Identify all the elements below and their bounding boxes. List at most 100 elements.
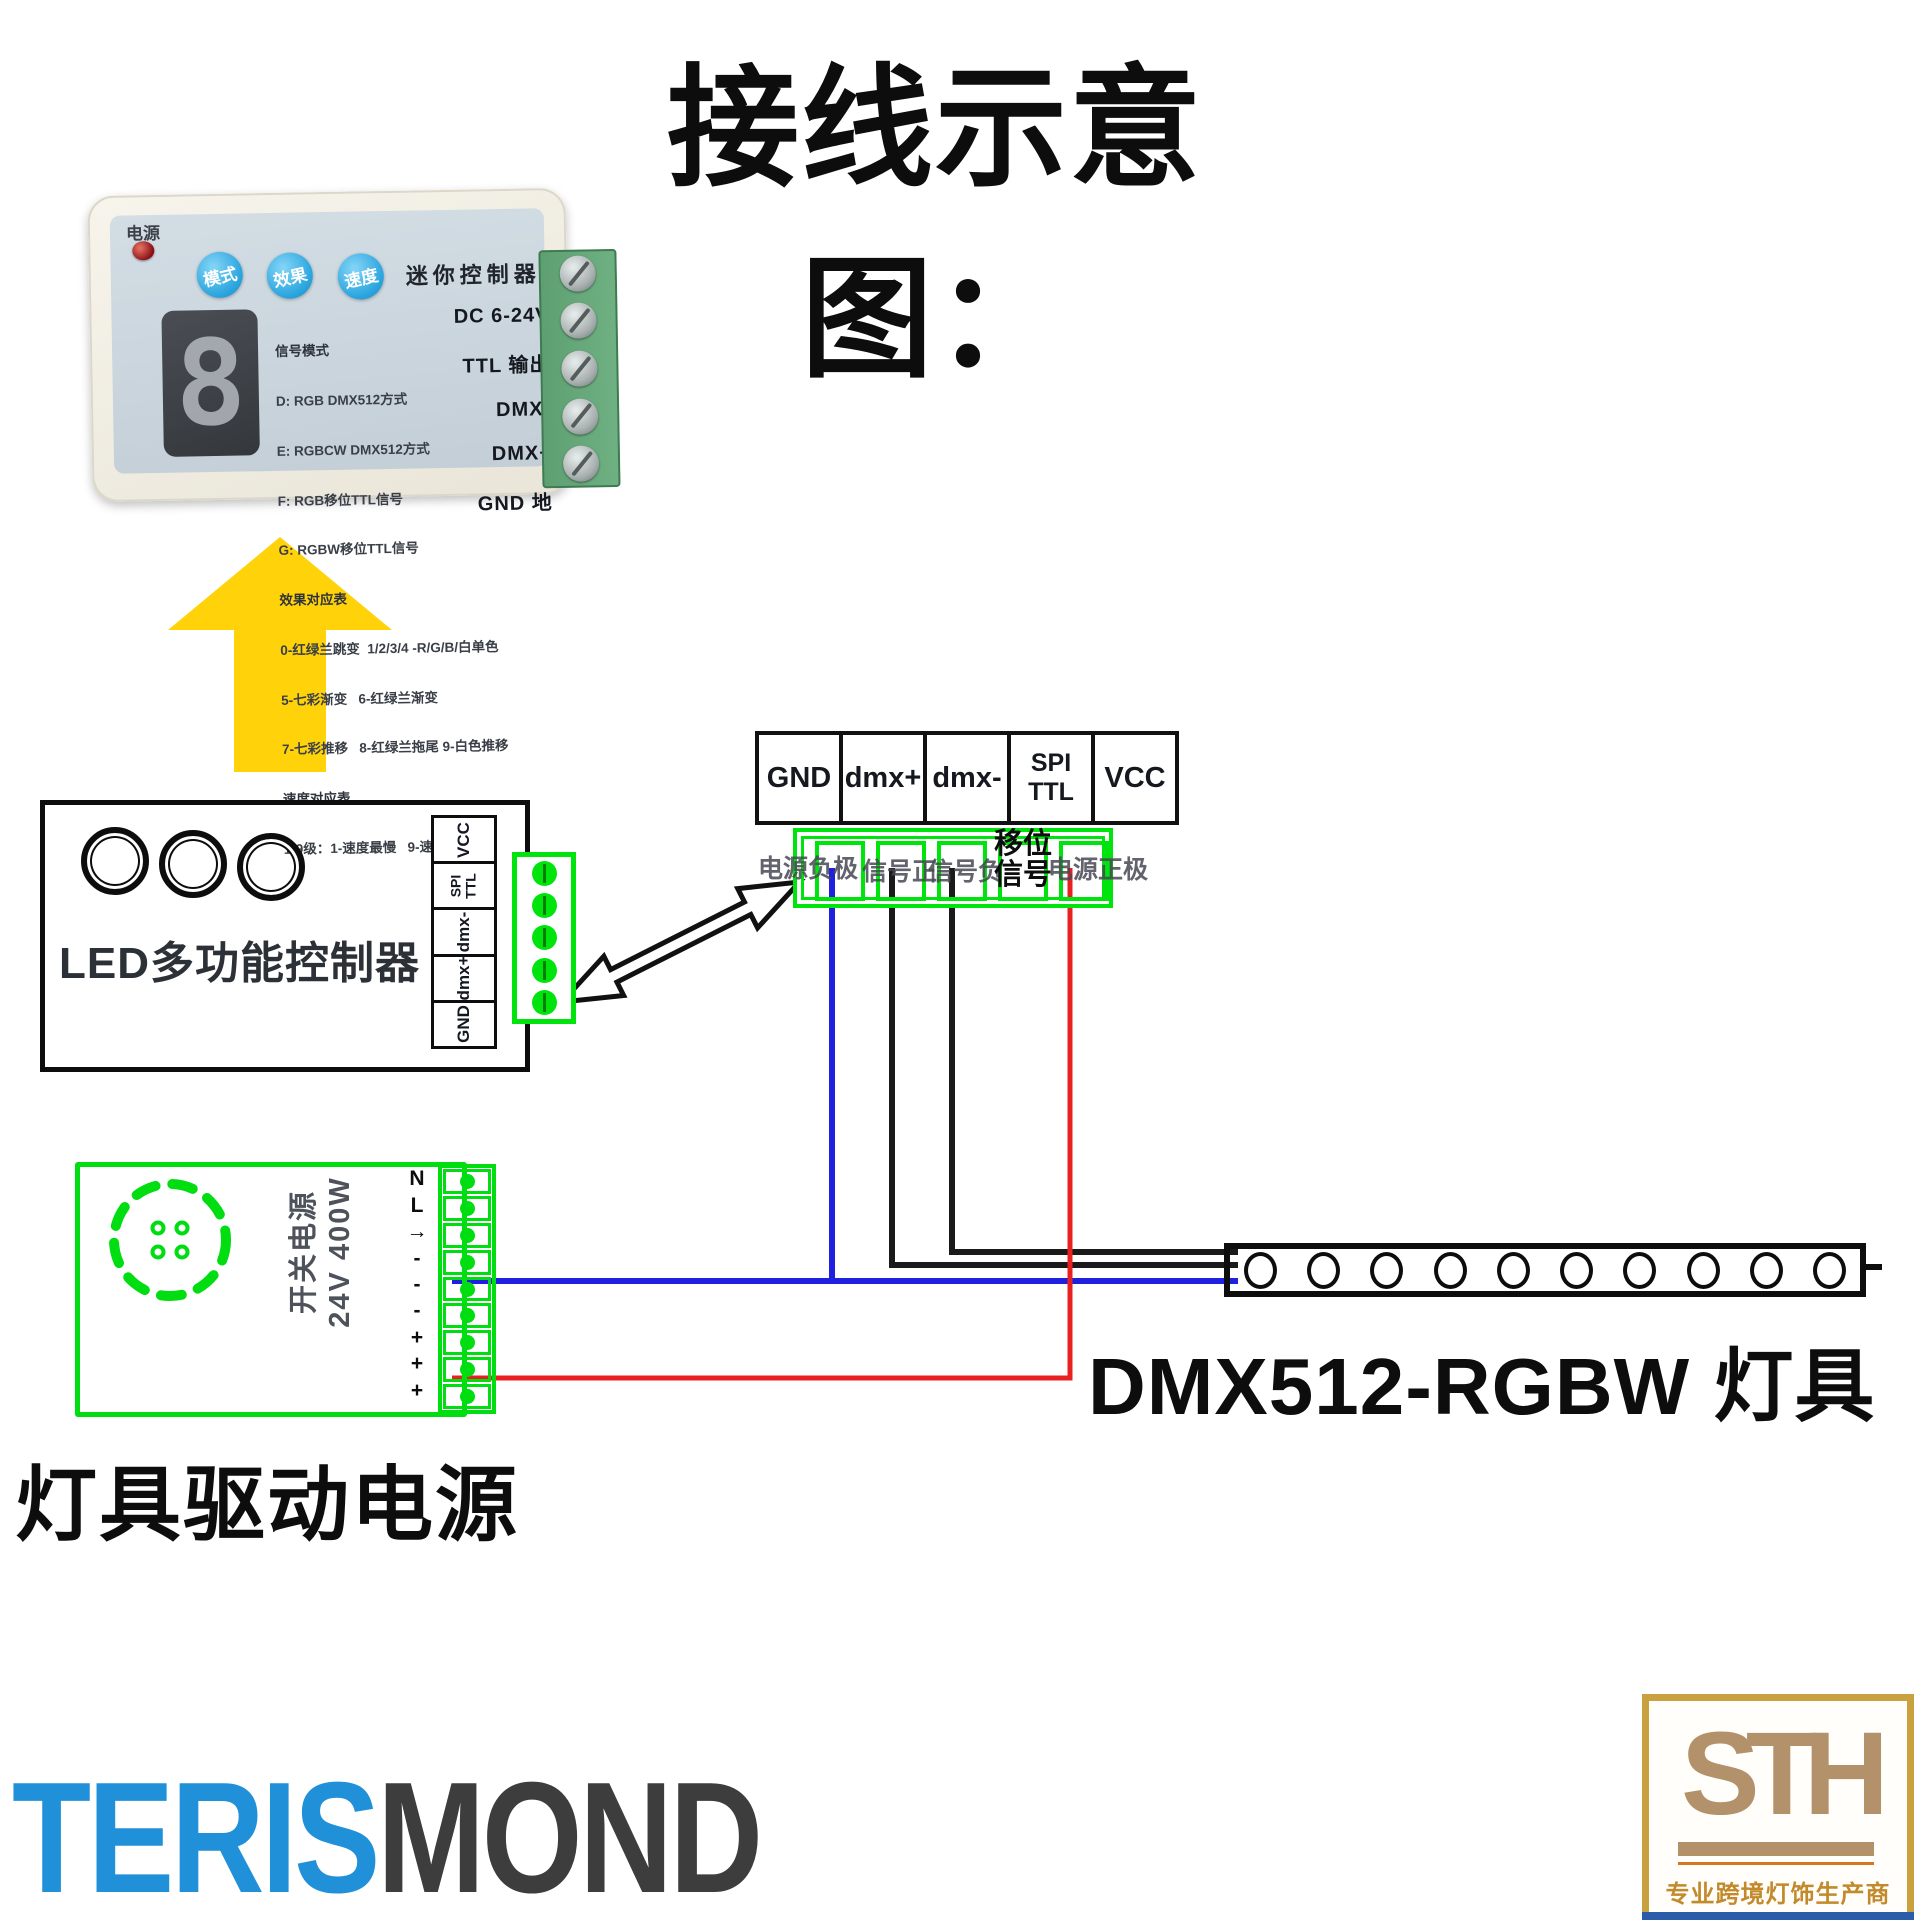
psu-symbol-plus: +: [410, 1378, 424, 1402]
label-shift-line2: 信号: [994, 858, 1053, 891]
psu-terminal-icon: [443, 1276, 491, 1302]
info-line: 信号模式: [274, 343, 330, 360]
sth-logo-bar: [1678, 1842, 1874, 1856]
connector-pin-icon: [531, 925, 557, 951]
info-line: 5-七彩渐变 6-红绿兰渐变: [281, 689, 439, 708]
led-strip-stub: [1866, 1264, 1882, 1270]
label-shift-line1: 移位: [994, 828, 1053, 860]
mini-controller-photo: 电源 模式 效果 速度 迷你控制器 DC 6-24V TTL 输出 DMX- D…: [87, 187, 621, 857]
psu-terminal-icon: [443, 1169, 491, 1194]
led-controller-box: LED多功能控制器 VCC SPI TTL dmx- dmx+ GND: [40, 800, 530, 1072]
screw-icon: [560, 302, 597, 340]
connector-pin-icon: [531, 860, 557, 886]
controller-knob-icon: [81, 827, 149, 895]
wire-power-positive-red: [452, 868, 1073, 1381]
terismond-logo-part2: MOND: [377, 1750, 763, 1920]
psu-symbol-n: N: [409, 1167, 425, 1191]
power-supply-caption: 灯具驱动电源: [15, 1460, 520, 1551]
sth-logo-frame: [1642, 1694, 1914, 1920]
header-label: VCC: [1104, 761, 1166, 794]
sth-logo: STH 专业跨境灯饰生产商: [1642, 1694, 1914, 1920]
strip-terminal-header-row: GND dmx+ dmx- SPI TTL VCC: [755, 731, 1179, 825]
up-arrow-icon: [168, 537, 392, 772]
sth-logo-letters: STH: [1681, 1708, 1889, 1840]
psu-symbol-minus: -: [413, 1299, 421, 1323]
psu-symbol-minus: -: [413, 1246, 421, 1270]
header-label: dmx+: [844, 761, 922, 794]
header-label: GND: [766, 761, 832, 794]
info-line: 7-七彩推移 8-红绿兰拖尾 9-白色推移: [281, 738, 509, 758]
terminal-cell-vcc: VCC: [431, 815, 497, 865]
green-terminal-icon: [876, 841, 926, 901]
screw-icon: [559, 255, 597, 292]
led-strip: [1224, 1243, 1866, 1297]
led-controller-label: LED多功能控制器: [59, 939, 420, 988]
terminal-label-line1: SPI: [447, 874, 464, 898]
power-supply-terminal-block: [438, 1164, 496, 1414]
label-shift-signal: 移位 信号: [994, 829, 1052, 890]
led-dot-icon: [1496, 1251, 1530, 1289]
led-strip-caption: DMX512-RGBW 灯具: [1088, 1342, 1876, 1431]
power-supply-terminal-symbols: N L → - - - + + +: [400, 1166, 434, 1404]
psu-terminal-icon: [443, 1222, 491, 1248]
terminal-label: VCC: [454, 821, 473, 858]
label-signal-negative: 信号负: [928, 858, 1004, 886]
double-arrow-icon: [555, 878, 806, 1006]
terminal-label: SPI TTL: [447, 872, 480, 899]
wire-signal-negative-black: [949, 868, 1238, 1255]
psu-spec-line1: 开关电源: [287, 1190, 320, 1315]
green-terminal-icon: [998, 841, 1048, 901]
header-label-line1: SPI: [1030, 749, 1072, 778]
fan-icon: [109, 1179, 231, 1301]
header-label: SPI TTL: [1028, 749, 1074, 807]
terminal-label: GND: [454, 1005, 473, 1044]
screw-icon: [561, 350, 598, 387]
psu-terminal-icon: [443, 1330, 491, 1356]
sth-logo-blue-strip: [1642, 1912, 1914, 1920]
header-cell-dmx-plus: dmx+: [839, 731, 927, 825]
info-line: F: RGB移位TTL信号: [277, 491, 404, 509]
power-led-icon: [132, 241, 155, 261]
green-terminal-icon: [815, 841, 865, 901]
header-cell-gnd: GND: [755, 731, 843, 825]
led-dot-icon: [1370, 1251, 1404, 1289]
psu-symbol-plus: +: [410, 1325, 424, 1349]
green-terminal-icon: [1059, 841, 1109, 901]
led-dot-icon: [1560, 1251, 1594, 1289]
led-dot-icon: [1244, 1251, 1277, 1289]
led-dot-icon: [1812, 1251, 1846, 1289]
wire-signal-positive-black: [889, 868, 1238, 1268]
psu-terminal-icon: [443, 1384, 491, 1410]
header-cell-vcc: VCC: [1091, 731, 1179, 825]
mode-button: 模式: [192, 247, 248, 303]
psu-symbol-ground: →: [406, 1220, 428, 1244]
green-terminal-icon: [937, 841, 987, 901]
strip-green-terminal-block: [793, 828, 1113, 908]
terismond-logo-part1: TERIS: [12, 1750, 380, 1920]
terminal-label: dmx+: [454, 955, 473, 1001]
psu-symbol-minus: -: [413, 1272, 421, 1296]
led-dot-icon: [1433, 1251, 1467, 1289]
led-dot-icon: [1623, 1251, 1657, 1289]
psu-symbol-l: L: [410, 1193, 424, 1217]
header-cell-dmx-minus: dmx-: [923, 731, 1011, 825]
display-digit: 8: [173, 313, 248, 453]
terminal-label-line2: TTL: [463, 872, 479, 899]
sth-logo-tagline: 专业跨境灯饰生产商: [1665, 1881, 1891, 1908]
terminal-cell-gnd: GND: [431, 999, 497, 1050]
green-connector: [512, 852, 576, 1024]
seven-segment-display: 8: [161, 309, 260, 457]
terminal-cell-dmx-plus: dmx+: [431, 953, 497, 1003]
psu-symbol-plus: +: [410, 1352, 424, 1376]
terminal-label: dmx-: [454, 911, 473, 953]
info-line: 0-红绿兰跳变 1/2/3/4 -R/G/B/白单色: [280, 638, 499, 658]
terminal-cell-spi-ttl: SPI TTL: [431, 861, 497, 911]
psu-terminal-icon: [443, 1195, 491, 1221]
power-supply-spec-label: 开关电源 24V 400W: [282, 1175, 362, 1329]
controller-knob-icon: [159, 830, 227, 898]
label-power-negative: 电源负极: [758, 855, 859, 883]
led-controller-terminals: VCC SPI TTL dmx- dmx+ GND: [431, 815, 497, 1050]
connector-pin-icon: [531, 990, 557, 1016]
